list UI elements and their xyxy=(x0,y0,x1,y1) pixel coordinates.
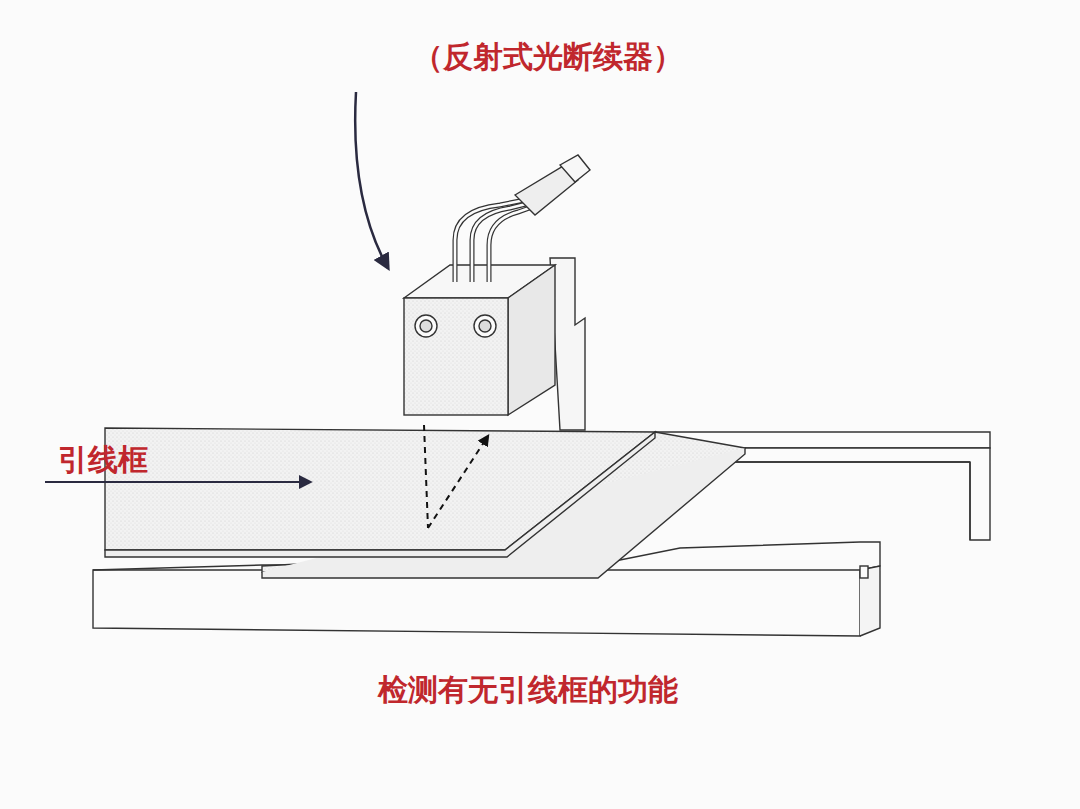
part-name: （反射式光断续器） xyxy=(413,37,683,78)
light-path xyxy=(424,425,488,528)
caption: 检测有无引线框的功能 xyxy=(378,670,678,711)
feed-arrow xyxy=(45,481,310,483)
sensor xyxy=(404,155,590,430)
part-name: 引线框 xyxy=(58,440,148,481)
callout-arrow xyxy=(355,92,388,268)
